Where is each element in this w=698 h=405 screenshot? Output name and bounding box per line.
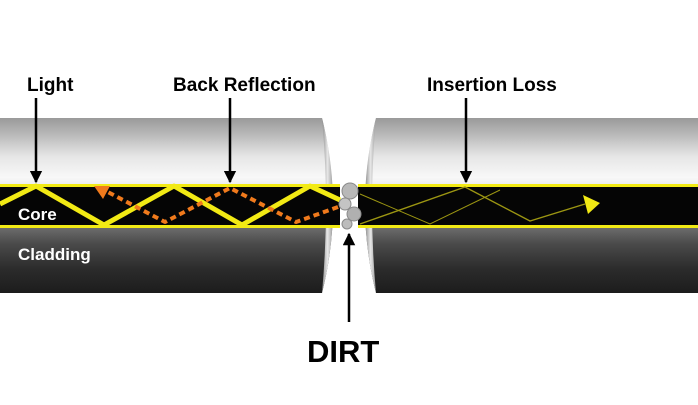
back-reflection-arrowhead [94,186,110,199]
core-label: Core [18,205,57,224]
transmitted-arrowhead [583,195,600,214]
light-ray [0,183,342,228]
right-fiber [358,118,698,293]
left-core [0,184,340,228]
light-label: Light [27,75,74,96]
back-reflection-label: Back Reflection [173,75,316,96]
insertion-loss-ray [359,186,600,225]
back-reflection-ray [94,186,339,224]
cladding-label: Cladding [18,245,91,264]
left-fiber [0,118,340,293]
insertion-loss-label: Insertion Loss [427,75,557,96]
dirt-label: DIRT [307,334,379,369]
dirt-particle [338,182,362,230]
